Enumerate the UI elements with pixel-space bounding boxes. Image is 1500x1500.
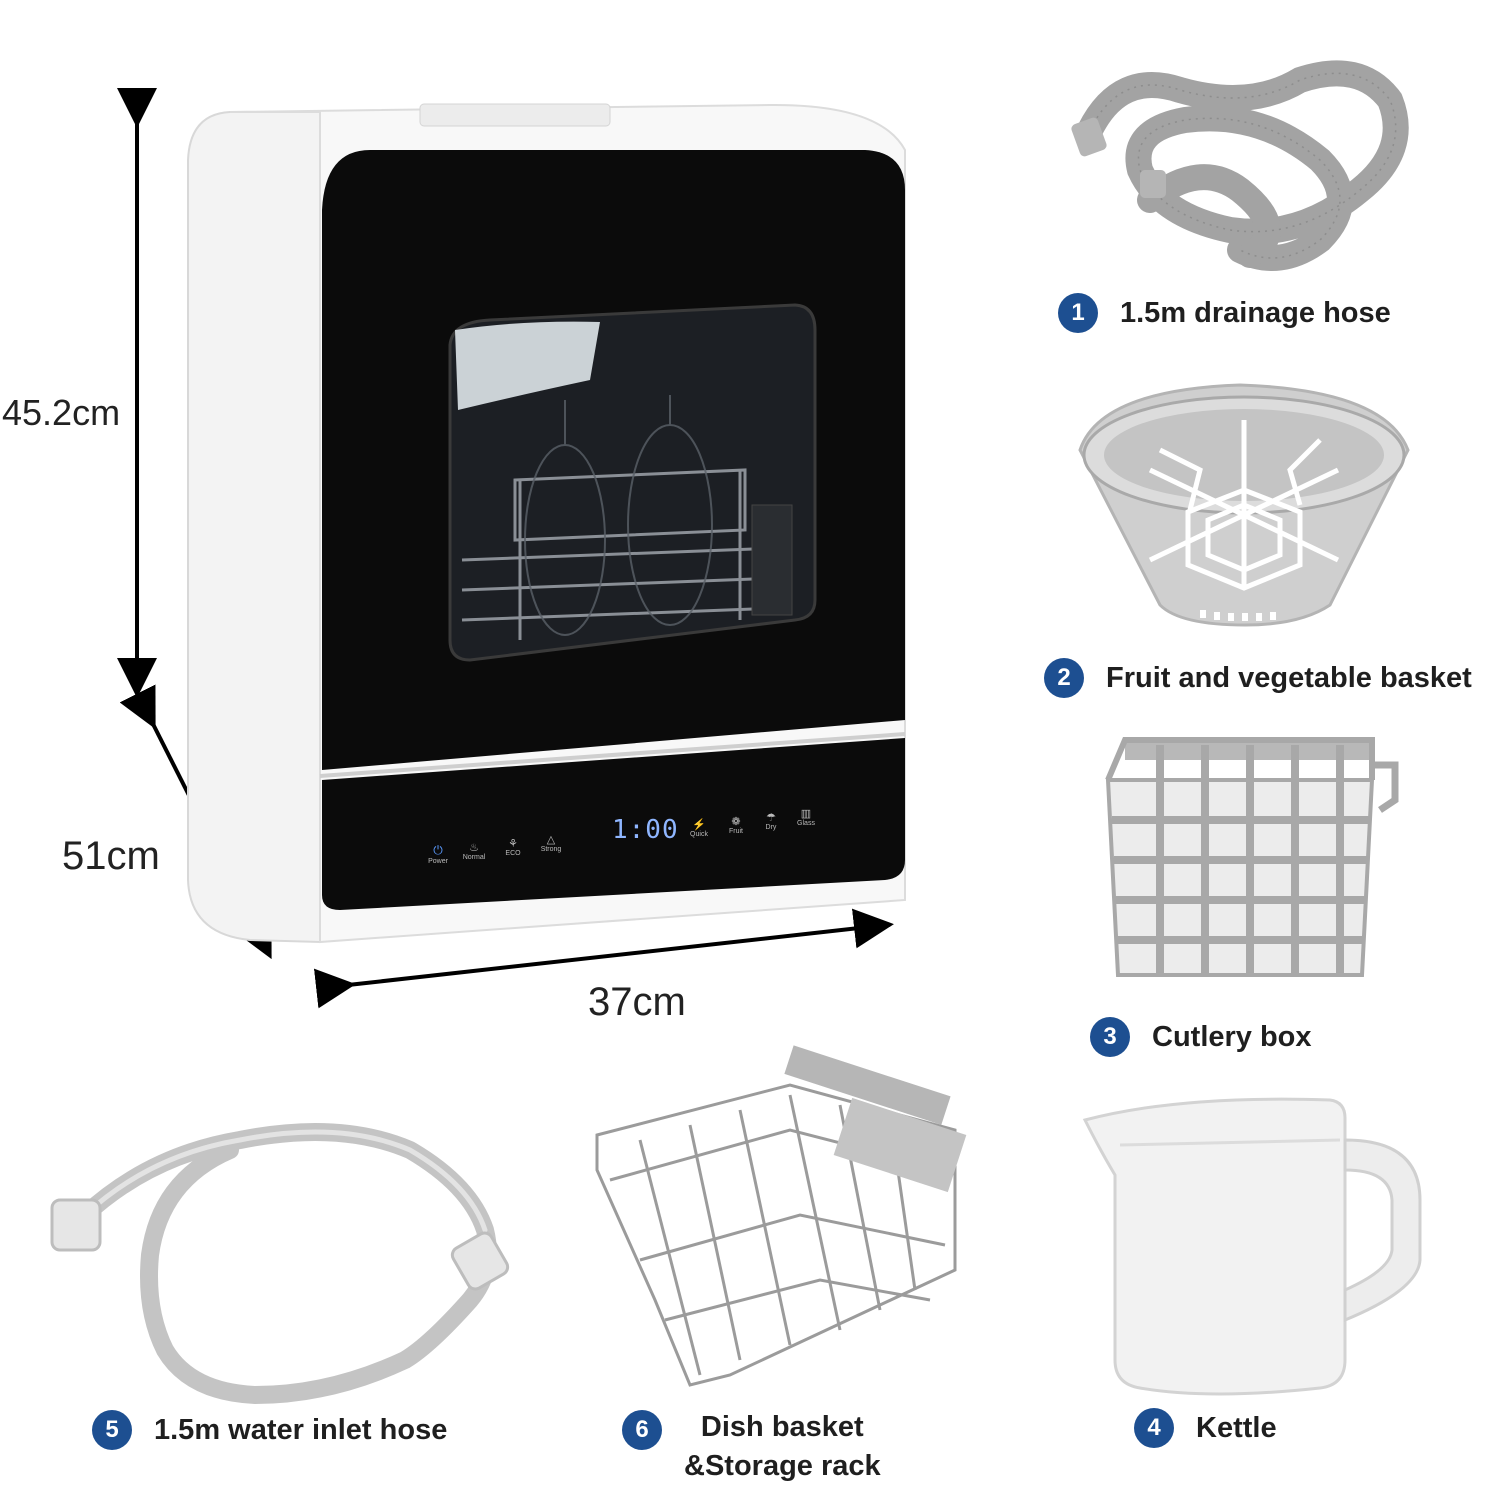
quick-icon: ⚡ — [692, 819, 706, 831]
power-icon: ⏻ — [433, 843, 443, 857]
eco-icon: ⚘ — [508, 838, 518, 850]
width-label: 37cm — [588, 980, 686, 1024]
glass-icon: ▥ — [800, 808, 812, 820]
dry-icon: ☂ — [766, 812, 776, 824]
depth-label: 51cm — [62, 834, 160, 878]
control-display: 1:00 — [612, 815, 679, 845]
number-badge: 2 — [1044, 658, 1084, 698]
accessory-6-label-line1: Dish basket — [700, 1411, 864, 1443]
fruit-icon: ❁ — [731, 816, 741, 828]
dry-button[interactable]: ☂ Dry — [757, 811, 785, 831]
normal-button[interactable]: ♨ Normal — [459, 841, 489, 861]
number-badge: 6 — [622, 1410, 662, 1450]
accessory-6-label-line2: &Storage rack — [684, 1450, 881, 1483]
number-badge: 3 — [1090, 1017, 1130, 1057]
accessory-1-label: 1 1.5m drainage hose — [1058, 293, 1391, 333]
eco-button[interactable]: ⚘ ECO — [499, 837, 527, 857]
accessory-3-label: 3 Cutlery box — [1090, 1017, 1312, 1057]
number-badge: 1 — [1058, 293, 1098, 333]
strong-icon: △ — [546, 834, 556, 846]
glass-button[interactable]: ▥ Glass — [792, 807, 820, 827]
strong-button[interactable]: △ Strong — [536, 833, 566, 853]
accessory-4-label: 4 Kettle — [1134, 1408, 1277, 1448]
accessory-6-label: 6 Dish basket &Storage rack — [622, 1408, 881, 1486]
normal-icon: ♨ — [469, 842, 479, 854]
accessory-2-label: 2 Fruit and vegetable basket — [1044, 658, 1472, 698]
height-label: 45.2cm — [2, 392, 121, 433]
power-button[interactable]: ⏻ Power — [424, 843, 452, 865]
quick-button[interactable]: ⚡ Quick — [685, 818, 713, 838]
fruit-button[interactable]: ❁ Fruit — [722, 815, 750, 835]
number-badge: 4 — [1134, 1408, 1174, 1448]
width-arrow — [313, 908, 894, 1009]
number-badge: 5 — [92, 1410, 132, 1450]
accessory-5-label: 5 1.5m water inlet hose — [92, 1410, 447, 1450]
